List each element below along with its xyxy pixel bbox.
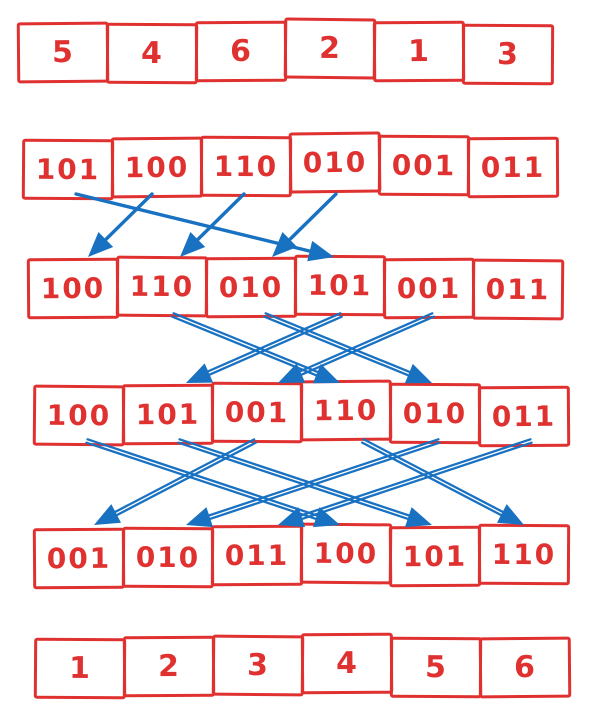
array-cell: 110 [477, 523, 571, 586]
movement-arrow [278, 438, 533, 528]
array-cell: 001 [382, 257, 476, 320]
array-cell: 110 [115, 255, 209, 318]
array-cell: 010 [204, 256, 298, 319]
movement-arrow [263, 312, 432, 384]
array-cell: 1 [33, 637, 127, 700]
array-cell: 110 [199, 135, 293, 198]
array-cell: 101 [388, 525, 482, 588]
array-cell: 2 [122, 635, 216, 698]
array-cell: 010 [288, 131, 382, 194]
arrowhead-icon [88, 231, 114, 257]
array-cell: 101 [293, 254, 387, 317]
array-cell: 5 [16, 21, 110, 84]
arrowhead-icon [180, 231, 206, 257]
movement-arrow [85, 438, 340, 528]
row-pass3-msb-sorted: 001 010 011 100 101 110 [32, 522, 571, 590]
array-cell: 1 [372, 20, 466, 83]
movement-arrow [94, 438, 257, 525]
movement-arrow [74, 192, 334, 262]
movement-arrow [361, 438, 524, 525]
array-cell: 110 [299, 379, 393, 442]
movement-arrow [88, 192, 154, 257]
arrowhead-icon [404, 507, 432, 528]
row-pass1-lsb-sorted: 100 110 010 101 001 011 [26, 254, 565, 321]
array-cell: 3 [461, 23, 555, 86]
arrowhead-icon [272, 231, 298, 257]
movement-arrow [186, 312, 343, 383]
array-cell: 3 [211, 634, 305, 697]
movement-arrow [278, 312, 435, 383]
movement-arrow [171, 312, 340, 384]
array-cell: 5 [389, 636, 483, 699]
array-cell: 010 [388, 382, 482, 445]
movement-arrow [180, 192, 246, 257]
array-cell: 101 [121, 383, 215, 446]
arrowhead-icon [404, 363, 432, 384]
array-cell: 011 [477, 385, 571, 448]
array-cell: 011 [471, 258, 565, 321]
arrowhead-icon [496, 504, 524, 525]
arrowhead-icon [186, 507, 214, 528]
array-cell: 011 [466, 136, 560, 199]
array-cell: 6 [194, 20, 288, 83]
array-cell: 101 [21, 138, 115, 201]
array-cell: 2 [283, 17, 377, 80]
row-unsorted-binary: 101 100 110 010 001 011 [21, 131, 560, 201]
row-sorted-decimal: 1 2 3 4 5 6 [33, 632, 572, 700]
array-cell: 001 [32, 527, 126, 590]
movement-arrow [186, 438, 441, 528]
array-cell: 4 [105, 22, 199, 85]
arrowhead-icon [94, 504, 122, 525]
array-cell: 100 [32, 384, 126, 447]
array-cell: 001 [377, 134, 471, 197]
array-cell: 100 [110, 136, 204, 199]
array-cell: 010 [121, 526, 215, 589]
movement-arrow [272, 192, 338, 257]
array-cell: 100 [299, 522, 393, 585]
arrowhead-icon [186, 363, 214, 383]
row-unsorted-decimal: 5 4 6 2 1 3 [16, 17, 555, 86]
array-cell: 6 [478, 636, 572, 699]
array-cell: 100 [26, 257, 120, 320]
movement-arrow [177, 438, 432, 528]
row-pass2-midbit-sorted: 100 101 001 110 010 011 [32, 379, 571, 448]
array-cell: 4 [300, 632, 394, 695]
array-cell: 001 [210, 381, 304, 444]
array-cell: 011 [210, 524, 304, 587]
